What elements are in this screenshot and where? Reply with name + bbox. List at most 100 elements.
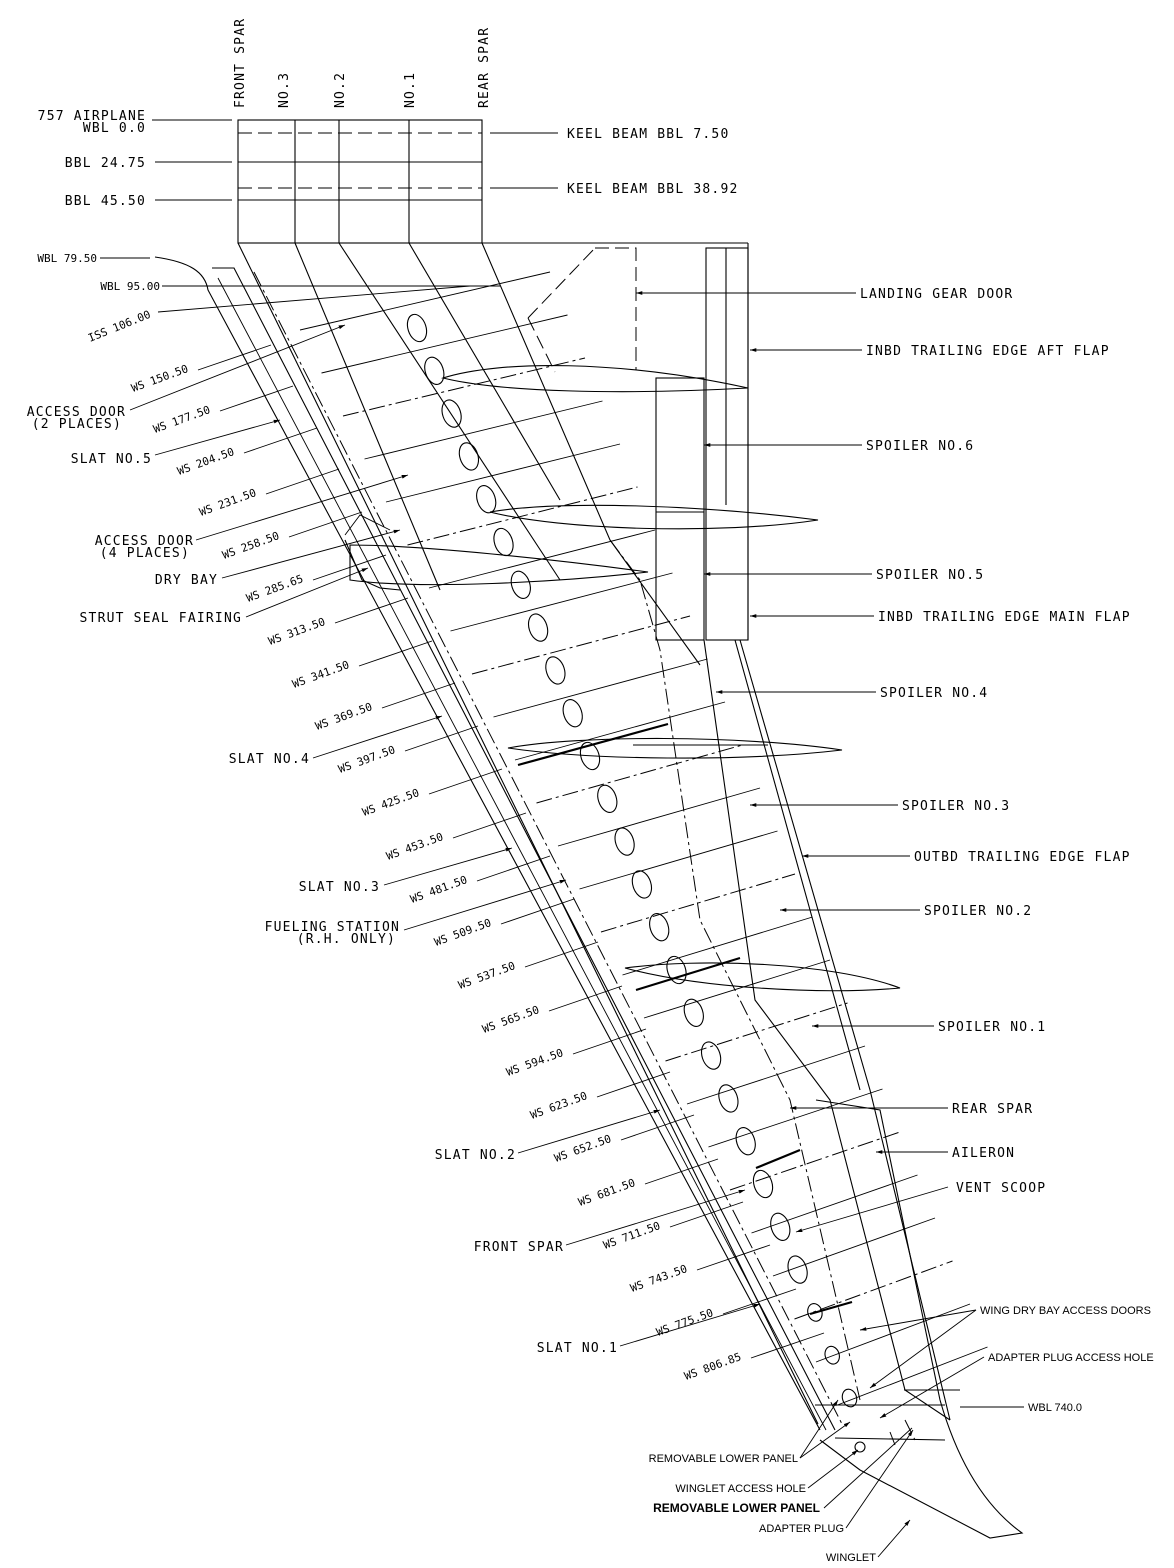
rear-spar-label: REAR SPAR xyxy=(952,1102,1033,1117)
station-label: WS 681.50 xyxy=(577,1176,637,1209)
station-leader xyxy=(572,1028,647,1055)
wbl-0-label: WBL 0.0 xyxy=(83,121,146,136)
vent-scoop-label: VENT SCOOP xyxy=(956,1181,1046,1196)
station-chord-line xyxy=(471,615,691,675)
station-leader xyxy=(696,1244,771,1271)
dry-bay-label: DRY BAY xyxy=(155,573,218,588)
station-label: WS 623.50 xyxy=(529,1089,589,1122)
access-door-oval xyxy=(683,998,704,1027)
station-chord-line xyxy=(321,314,568,374)
outbd-flap-label: OUTBD TRAILING EDGE FLAP xyxy=(914,850,1131,865)
access-door-oval xyxy=(614,827,635,856)
station-leader xyxy=(452,812,527,839)
airplane-label: 757 AIRPLANE xyxy=(38,109,146,124)
station-label: WS 397.50 xyxy=(337,743,397,776)
spar-label-front: FRONT SPAR xyxy=(233,18,248,108)
station-chord-line xyxy=(600,873,796,933)
right-labels: LANDING GEAR DOOR INBD TRAILING EDGE AFT… xyxy=(860,287,1154,1414)
station-chord-line xyxy=(729,1131,901,1191)
access-door-2-sub: (2 PLACES) xyxy=(32,417,122,432)
left-labels: WBL 79.50 WBL 95.00 ISS 106.00 ACCESS DO… xyxy=(27,252,618,1356)
access-door-4-sub: (4 PLACES) xyxy=(100,546,190,561)
station-chord-line xyxy=(364,400,603,460)
station-chord-line xyxy=(751,1174,918,1234)
strut-seal-label: STRUT SEAL FAIRING xyxy=(80,611,242,626)
access-door-oval xyxy=(562,699,583,728)
access-door-oval xyxy=(631,870,653,899)
station-chord-line xyxy=(708,1088,883,1148)
bottom-labels: REMOVABLE LOWER PANEL WINGLET ACCESS HOL… xyxy=(649,1453,877,1564)
spar-label-no1: NO.1 xyxy=(403,72,418,108)
station-leader xyxy=(500,898,575,925)
station-label: WS 369.50 xyxy=(314,700,374,733)
slat-5-label: SLAT NO.5 xyxy=(71,452,152,467)
access-door-oval xyxy=(787,1255,808,1284)
station-label: WS 425.50 xyxy=(361,786,421,819)
access-door-oval xyxy=(476,485,497,514)
keel-beam-7-label: KEEL BEAM BBL 7.50 xyxy=(567,127,729,142)
spoiler-4-label: SPOILER NO.4 xyxy=(880,686,988,701)
station-label: WS 285.65 xyxy=(245,572,305,605)
station-leader xyxy=(750,1332,825,1359)
station-label: WS 711.50 xyxy=(602,1219,662,1252)
access-door-oval xyxy=(579,741,601,771)
access-door-oval xyxy=(807,1303,823,1322)
slat-1-label: SLAT NO.1 xyxy=(537,1341,618,1356)
station-chord-line xyxy=(536,744,743,804)
spoiler-5-label: SPOILER NO.5 xyxy=(876,568,984,583)
access-door-oval xyxy=(424,356,445,385)
wbl-79-label: WBL 79.50 xyxy=(37,252,97,265)
access-door-oval xyxy=(510,570,531,599)
wbl-95-label: WBL 95.00 xyxy=(100,280,160,293)
slat-3-label: SLAT NO.3 xyxy=(299,880,380,895)
station-label: WS 177.50 xyxy=(152,403,212,436)
wbl-740-label: WBL 740.0 xyxy=(1028,1402,1082,1414)
fueling-station-label: FUELING STATION xyxy=(265,920,400,935)
station-leader xyxy=(219,385,294,412)
inbd-main-flap-label: INBD TRAILING EDGE MAIN FLAP xyxy=(878,610,1131,625)
station-leader xyxy=(404,725,479,752)
station-leader xyxy=(312,554,387,581)
station-label: WS 204.50 xyxy=(176,445,236,478)
station-leader xyxy=(548,985,623,1012)
access-door-oval xyxy=(752,1169,774,1199)
spoiler-6-label: SPOILER NO.6 xyxy=(866,439,974,454)
station-chord-line xyxy=(772,1217,936,1277)
station-chord-line xyxy=(385,443,621,503)
access-door-oval xyxy=(458,442,480,471)
station-label: WS 313.50 xyxy=(267,615,327,648)
removable-lower-panel-1-label: REMOVABLE LOWER PANEL xyxy=(649,1453,798,1465)
station-leader xyxy=(334,597,409,624)
station-chord-line xyxy=(407,486,638,546)
winglet-access-hole-label: WINGLET ACCESS HOLE xyxy=(675,1483,806,1495)
station-chord-line xyxy=(450,572,673,632)
station-label: WS 806.85 xyxy=(683,1350,743,1383)
station-chord-line xyxy=(557,787,761,847)
station-chord-line xyxy=(493,658,708,718)
adapter-plug-label: ADAPTER PLUG xyxy=(759,1523,844,1535)
station-chord-line xyxy=(643,959,831,1019)
access-door-oval xyxy=(824,1345,840,1365)
station-label: WS 258.50 xyxy=(221,529,281,562)
spoiler-3-label: SPOILER NO.3 xyxy=(902,799,1010,814)
access-door-oval xyxy=(441,399,462,428)
access-door-2-label: ACCESS DOOR xyxy=(27,405,126,420)
station-leader xyxy=(644,1158,719,1185)
landing-gear-door-label: LANDING GEAR DOOR xyxy=(860,287,1013,302)
station-label: WS 537.50 xyxy=(457,959,517,992)
aileron-label: AILERON xyxy=(952,1146,1015,1161)
winglet-details xyxy=(854,1419,916,1453)
access-door-oval xyxy=(718,1084,739,1113)
adapter-plug-hole-label: ADAPTER PLUG ACCESS HOLE xyxy=(988,1352,1154,1364)
access-door-oval xyxy=(735,1127,756,1156)
station-leader xyxy=(596,1071,671,1098)
keel-beam-38-label: KEEL BEAM BBL 38.92 xyxy=(567,182,739,197)
bbl-24-label: BBL 24.75 xyxy=(65,156,146,171)
station-leader xyxy=(358,640,433,667)
station-label: WS 509.50 xyxy=(433,916,493,949)
slat-2-label: SLAT NO.2 xyxy=(435,1148,516,1163)
station-label: WS 743.50 xyxy=(629,1262,689,1295)
station-leader xyxy=(243,427,318,454)
